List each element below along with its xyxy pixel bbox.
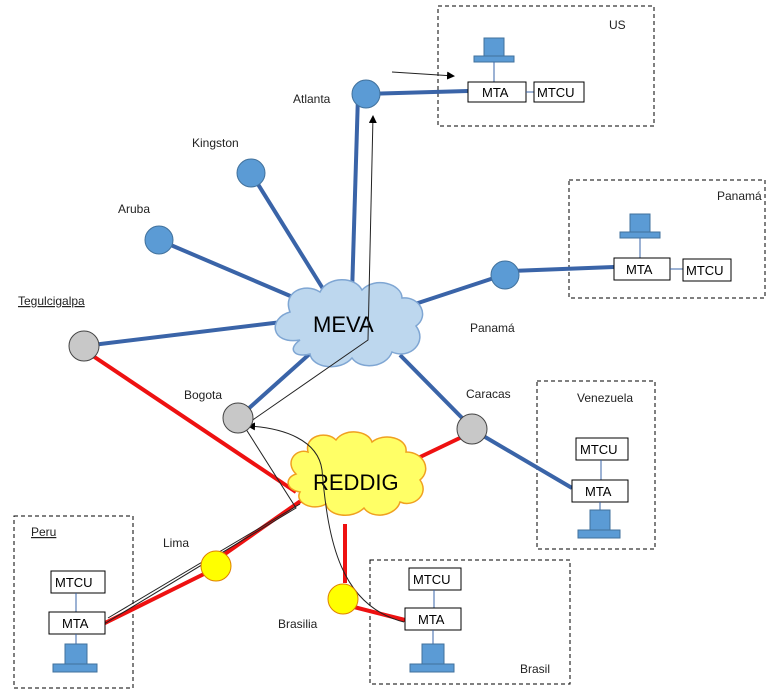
region-label-us: US: [609, 18, 626, 32]
peru-equipment: MTCU MTA: [48, 570, 106, 673]
peru-mta-box: [48, 611, 106, 635]
link-bogota-meva: [236, 348, 316, 420]
route-brasilia-to-bogota: [247, 422, 405, 623]
region-box-us: [437, 5, 655, 127]
node-aruba[interactable]: [144, 225, 174, 255]
link-atlanta-meva: [350, 94, 360, 295]
link-panama-meva: [411, 273, 504, 307]
label-bogota: Bogota: [184, 388, 222, 402]
computer-icon: [409, 643, 455, 673]
node-kingston[interactable]: [236, 158, 266, 188]
label-atlanta: Atlanta: [293, 92, 331, 106]
label-brasilia: Brasilia: [278, 617, 318, 631]
link-caracas-venezuela: [478, 432, 574, 490]
label-lima: Lima: [163, 536, 189, 550]
meva-links: [83, 89, 615, 490]
peru-mtcu-label: MTCU: [55, 575, 93, 590]
link-lima-peru: [102, 570, 209, 626]
reddig-cloud: REDDIG: [287, 431, 427, 516]
reddig-label: REDDIG: [313, 470, 399, 495]
brasil-mtcu-label: MTCU: [413, 572, 451, 587]
computer-icon: [52, 643, 98, 673]
meva-cloud: MEVA: [274, 279, 424, 368]
link-panama-box: [510, 265, 615, 273]
label-caracas: Caracas: [466, 387, 511, 401]
arrow-to-us-box: [391, 71, 455, 80]
link-kingston-meva: [249, 171, 327, 294]
label-aruba: Aruba: [118, 202, 150, 216]
node-brasilia[interactable]: [327, 583, 359, 615]
us-mtcu-label: MTCU: [537, 85, 575, 100]
computer-icon: [473, 37, 515, 63]
panama-mtcu-box: [682, 258, 732, 282]
link-atlanta-us: [365, 89, 469, 96]
region-label-peru: Peru: [31, 525, 56, 539]
link-aruba-meva: [158, 238, 296, 300]
node-panama[interactable]: [490, 260, 520, 290]
region-label-venezuela: Venezuela: [577, 391, 633, 405]
region-box-venezuela: [536, 380, 656, 550]
region-label-brasil: Brasil: [520, 662, 550, 676]
link-tegucigalpa-meva: [83, 320, 283, 348]
peru-mta-label: MTA: [62, 616, 89, 631]
computer-icon: [619, 213, 661, 239]
brasil-mtcu-box: [408, 567, 462, 591]
venezuela-equipment: MTCU MTA: [571, 437, 629, 539]
node-tegucigalpa[interactable]: [68, 330, 100, 362]
panama-mtcu-label: MTCU: [686, 263, 724, 278]
link-caracas-meva: [398, 353, 474, 430]
region-box-panama: [568, 179, 766, 299]
venezuela-mta-label: MTA: [585, 484, 612, 499]
computer-icon: [577, 509, 621, 539]
venezuela-mtcu-label: MTCU: [580, 442, 618, 457]
us-mtcu-box: [533, 81, 585, 103]
label-tegucigalpa: Tegulcigalpa: [18, 294, 85, 308]
label-kingston: Kingston: [192, 136, 239, 150]
peru-mtcu-box: [50, 570, 106, 594]
brasil-equipment: MTCU MTA: [404, 567, 462, 673]
region-label-panama: Panamá: [717, 189, 762, 203]
node-lima[interactable]: [200, 550, 232, 582]
nodes: [68, 79, 520, 615]
node-bogota[interactable]: [222, 402, 254, 434]
panama-mta-label: MTA: [626, 262, 653, 277]
us-equipment: MTA MTCU: [467, 37, 585, 103]
label-panama-node: Panamá: [470, 321, 515, 335]
route-lima-to-atlanta: [103, 115, 377, 625]
link-caracas-reddig: [417, 434, 465, 460]
link-tegucigalpa-reddig: [88, 352, 298, 494]
link-brasilia-brasil: [349, 604, 406, 622]
us-mta-label: MTA: [482, 85, 509, 100]
node-caracas[interactable]: [456, 413, 488, 445]
panama-equipment: MTA MTCU: [613, 213, 732, 282]
brasil-mta-label: MTA: [418, 612, 445, 627]
region-box-brasil: [369, 559, 571, 685]
node-atlanta[interactable]: [351, 79, 381, 109]
region-box-peru: [13, 515, 134, 689]
venezuela-mtcu-box: [575, 437, 629, 461]
meva-label: MEVA: [313, 312, 374, 337]
